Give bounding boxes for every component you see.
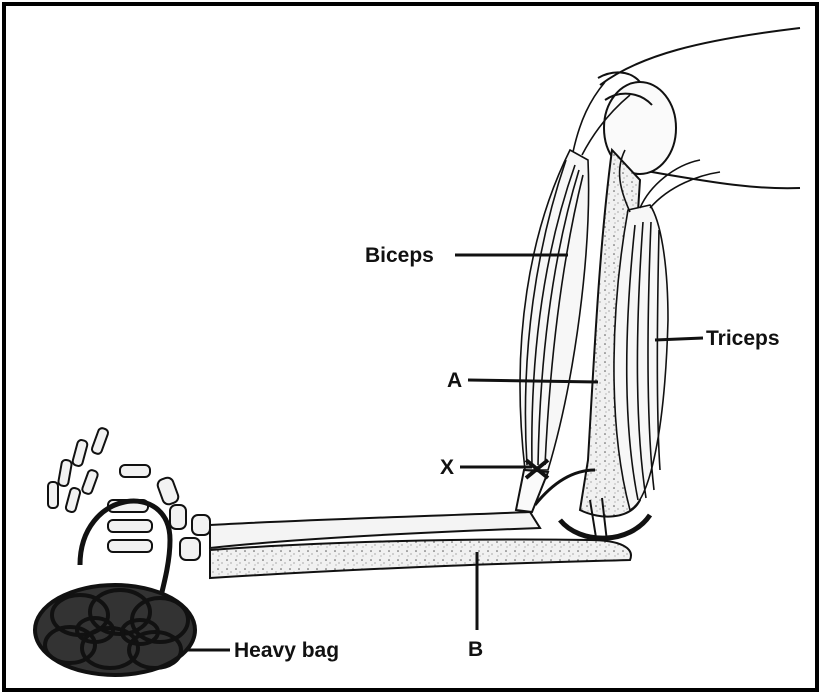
- heavy-bag-icon: [35, 585, 195, 675]
- label-x: X: [440, 456, 454, 479]
- label-a: A: [447, 369, 462, 392]
- label-b: B: [468, 638, 483, 661]
- triceps-leader: [655, 338, 703, 340]
- label-triceps: Triceps: [706, 327, 780, 350]
- label-biceps: Biceps: [365, 244, 434, 267]
- label-heavy-bag: Heavy bag: [234, 639, 339, 662]
- a-leader: [468, 380, 598, 382]
